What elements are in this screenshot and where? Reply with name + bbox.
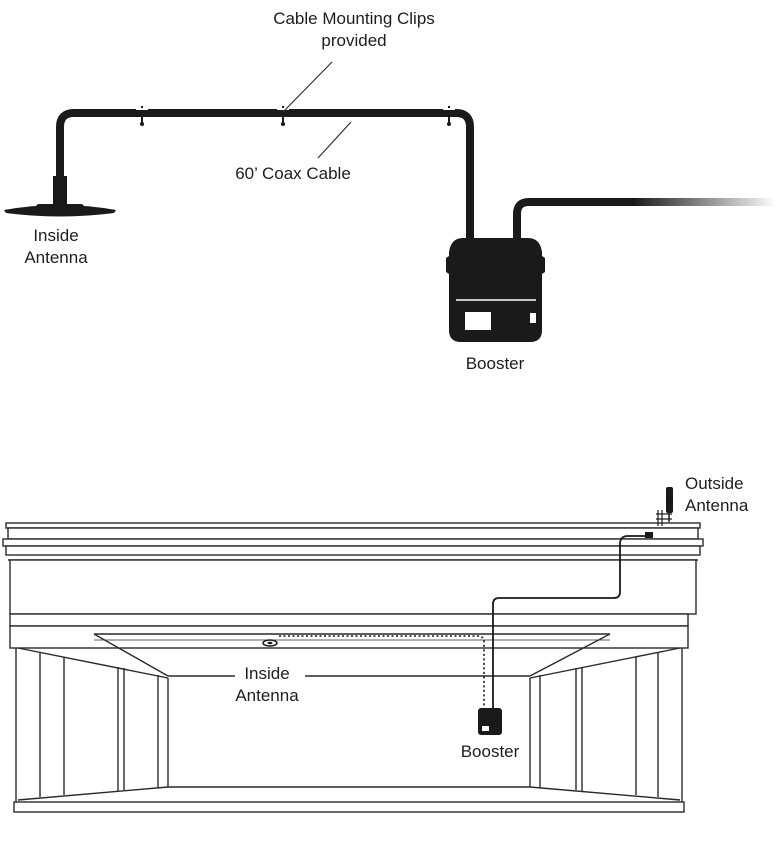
booster-label-top: Booster [465, 354, 525, 373]
coax-leader-line [317, 121, 352, 159]
inside-antenna-label-bottom-line2: Antenna [235, 686, 299, 705]
booster-icon [446, 238, 545, 342]
cable-clips-label-line1: Cable Mounting Clips [273, 9, 435, 28]
inside-antenna-label-bottom: Inside Antenna [222, 663, 312, 707]
outside-antenna-label: Outside Antenna [685, 473, 773, 517]
outside-antenna-label-line2: Antenna [685, 496, 749, 515]
top-diagram [4, 61, 776, 342]
inside-antenna-label-bottom-line1: Inside [244, 664, 290, 683]
inside-antenna-icon [262, 639, 278, 647]
garage-interior [13, 633, 685, 813]
outside-antenna-label-line1: Outside [685, 474, 744, 493]
clips-leader-line [282, 61, 333, 113]
cable-clip-icon [277, 106, 289, 126]
outside-cable [513, 198, 776, 240]
outside-antenna-icon [656, 487, 673, 526]
inside-antenna-label-top-line1: Inside [33, 226, 79, 245]
inside-antenna-label-top: Inside Antenna [6, 225, 106, 269]
cable-clip-icon [443, 106, 455, 126]
inside-antenna-cable [279, 635, 485, 708]
coax-cable-label: 60’ Coax Cable [235, 164, 351, 183]
outside-antenna-cable [492, 535, 650, 708]
roof-cornice [2, 522, 704, 649]
cable-clips-label-line2: provided [321, 31, 387, 50]
inside-antenna-label-top-line2: Antenna [24, 248, 88, 267]
cable-clip-icon [136, 106, 148, 126]
booster-label-bottom: Booster [460, 742, 520, 761]
bottom-diagram [2, 487, 704, 813]
inside-antenna-icon [4, 176, 116, 217]
coax-cable [56, 109, 474, 240]
booster-icon [478, 708, 502, 735]
cable-clips-label: Cable Mounting Clips provided [238, 8, 470, 52]
